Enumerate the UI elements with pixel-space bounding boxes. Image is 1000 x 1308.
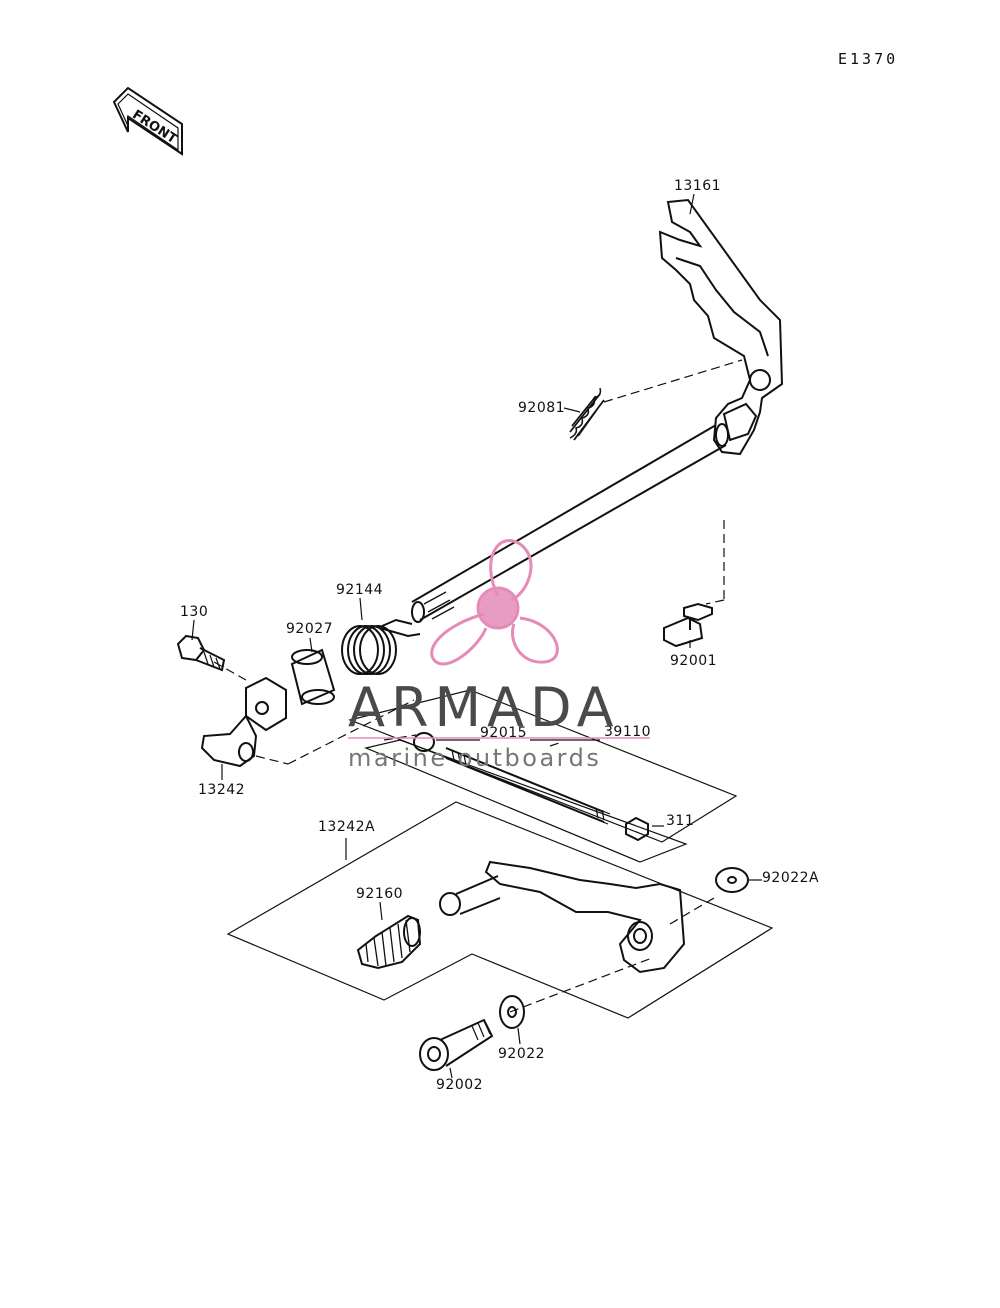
part-label-92015[interactable]: 92015 — [480, 725, 528, 741]
group-box-13242A — [226, 801, 774, 1019]
part-label-92027[interactable]: 92027 — [286, 621, 334, 637]
spring-92081 — [569, 387, 605, 441]
part-label-92002[interactable]: 92002 — [436, 1077, 484, 1093]
spring-92144 — [341, 618, 421, 675]
group-box-39110 — [348, 689, 738, 843]
shift-lever-13242 — [200, 676, 287, 768]
shift-shaft — [411, 423, 729, 623]
part-label-39110[interactable]: 39110 — [604, 724, 652, 740]
shift-lever-arm — [658, 198, 784, 456]
label-leaders — [191, 193, 762, 1079]
watermark-propeller-icon — [430, 539, 559, 666]
washer-92022A — [715, 867, 749, 893]
part-label-13161[interactable]: 13161 — [674, 178, 722, 194]
bolt-92001 — [663, 602, 713, 648]
part-label-92081[interactable]: 92081 — [518, 400, 566, 416]
part-label-13242[interactable]: 13242 — [198, 782, 246, 798]
watermark-subtitle: marine outboards — [348, 744, 602, 772]
footpeg-rubber-92160 — [356, 914, 422, 970]
part-label-92022A[interactable]: 92022A — [762, 870, 820, 886]
part-label-130[interactable]: 130 — [180, 604, 209, 620]
front-arrow-icon: FRONT — [112, 86, 183, 156]
part-label-311[interactable]: 311 — [666, 813, 695, 829]
leader-lines — [213, 359, 743, 1013]
bolt-130 — [176, 634, 226, 672]
diagram-code: E1370 — [838, 50, 899, 68]
part-label-92022[interactable]: 92022 — [498, 1046, 546, 1062]
part-label-92160[interactable]: 92160 — [356, 886, 404, 902]
watermark-title: ARMADA — [348, 676, 620, 739]
part-label-92001[interactable]: 92001 — [670, 653, 718, 669]
tie-rod-39110 — [413, 732, 649, 842]
collar-92027 — [290, 648, 336, 706]
bolt-92002 — [419, 1018, 494, 1071]
group-box-rod — [364, 739, 688, 863]
part-label-13242A[interactable]: 13242A — [318, 819, 376, 835]
washer-92022 — [499, 995, 525, 1029]
shift-pedal — [439, 860, 686, 974]
part-label-92144[interactable]: 92144 — [336, 582, 384, 598]
